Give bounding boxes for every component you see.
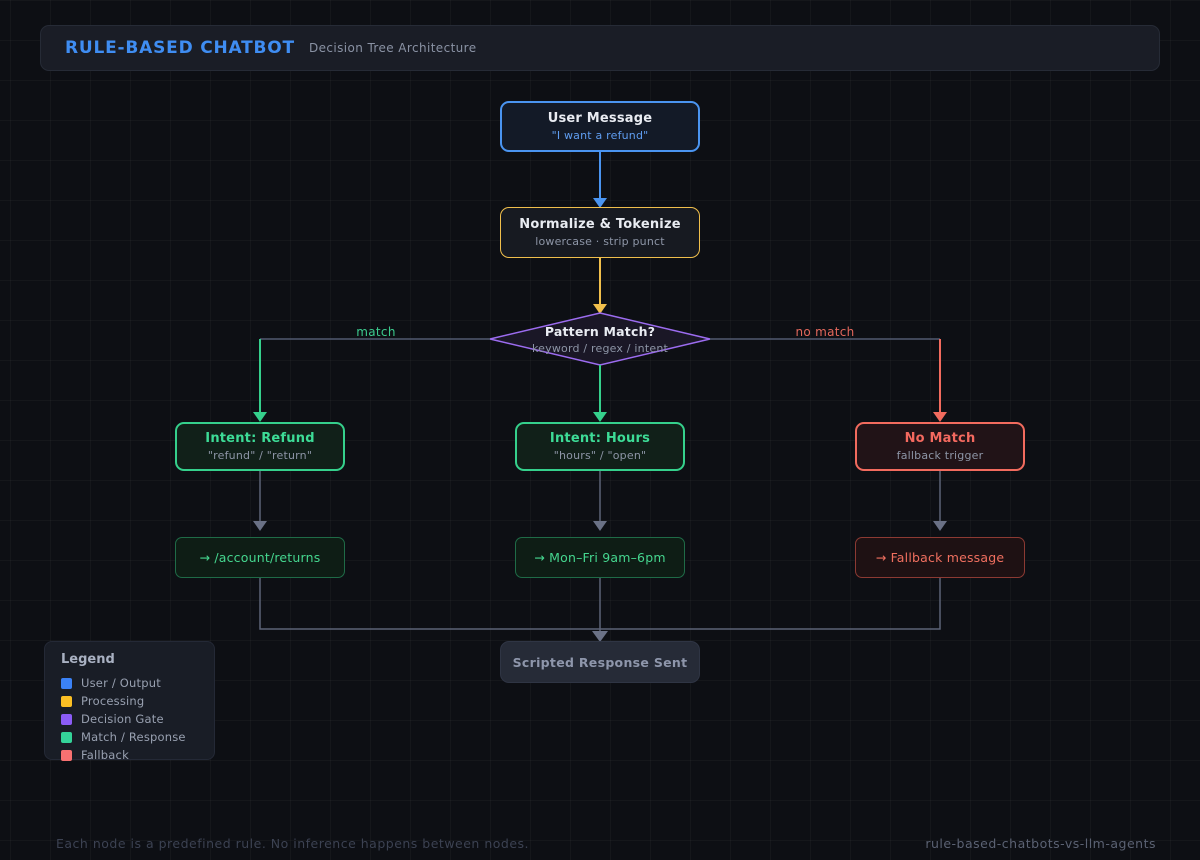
- legend-item-label: Match / Response: [81, 730, 186, 744]
- legend-item: User / Output: [61, 674, 198, 692]
- arrowhead-amber: [593, 304, 607, 314]
- legend-swatch-processing: [61, 695, 72, 707]
- node-intent-hours: Intent: Hours "hours" / "open": [515, 422, 685, 471]
- node-intent-refund: Intent: Refund "refund" / "return": [175, 422, 345, 471]
- legend-item: Fallback: [61, 746, 198, 764]
- node-title: Pattern Match?: [544, 323, 656, 339]
- arrowhead-red: [933, 412, 947, 422]
- node-user-message: User Message "I want a refund": [500, 101, 700, 152]
- legend-item-label: Fallback: [81, 748, 129, 762]
- node-normalize-tokenize: Normalize & Tokenize lowercase · strip p…: [500, 207, 700, 258]
- node-pattern-match-gate: Pattern Match? keyword / regex / intent: [490, 313, 710, 365]
- arrowhead-slate-left: [253, 521, 267, 531]
- node-title: Intent: Refund: [205, 431, 315, 446]
- arrowhead-slate-final: [592, 631, 608, 642]
- legend-swatch-match-response: [61, 731, 72, 743]
- node-scripted-response-sent: Scripted Response Sent: [500, 641, 700, 683]
- title-bar: RULE-BASED CHATBOT Decision Tree Archite…: [40, 25, 1160, 71]
- node-title: Normalize & Tokenize: [519, 217, 681, 232]
- arrowhead-slate-center: [593, 521, 607, 531]
- arrowhead-slate-right: [933, 521, 947, 531]
- footer-note: Each node is a predefined rule. No infer…: [56, 836, 529, 851]
- node-subtitle: "refund" / "return": [207, 449, 313, 462]
- node-title: User Message: [547, 111, 653, 126]
- legend-item: Processing: [61, 692, 198, 710]
- legend-item-label: Processing: [81, 694, 145, 708]
- node-response-fallback: → Fallback message: [855, 537, 1025, 578]
- footer-tag: rule-based-chatbots-vs-llm-agents: [925, 836, 1156, 851]
- arrowhead-green-center: [593, 412, 607, 422]
- legend-title: Legend: [61, 652, 115, 667]
- node-subtitle: lowercase · strip punct: [535, 235, 665, 248]
- node-no-match: No Match fallback trigger: [855, 422, 1025, 471]
- app-title: RULE-BASED CHATBOT: [65, 38, 295, 58]
- node-title: Scripted Response Sent: [512, 654, 688, 670]
- legend-item-label: User / Output: [81, 676, 161, 690]
- legend-item: Match / Response: [61, 728, 198, 746]
- app-subtitle: Decision Tree Architecture: [308, 41, 477, 55]
- node-subtitle: fallback trigger: [896, 449, 984, 462]
- arrowhead-green-left: [253, 412, 267, 422]
- node-title: Intent: Hours: [549, 431, 651, 446]
- node-subtitle: "hours" / "open": [553, 449, 647, 462]
- edge-label-match: match: [356, 325, 396, 339]
- node-response-hours: → Mon–Fri 9am–6pm: [515, 537, 685, 578]
- node-subtitle: keyword / regex / intent: [532, 341, 668, 355]
- legend-swatch-decision-gate: [61, 713, 72, 725]
- legend-swatch-user-output: [61, 677, 72, 689]
- legend-swatch-fallback: [61, 749, 72, 761]
- legend-item: Decision Gate: [61, 710, 198, 728]
- arrowhead-blue: [593, 198, 607, 208]
- node-response-account-returns: → /account/returns: [175, 537, 345, 578]
- legend-item-label: Decision Gate: [81, 712, 164, 726]
- node-subtitle: "I want a refund": [551, 129, 649, 142]
- node-title: No Match: [904, 431, 976, 446]
- legend-panel: Legend User / Output Processing Decision…: [44, 641, 215, 762]
- edge-label-no-match: no match: [795, 325, 855, 339]
